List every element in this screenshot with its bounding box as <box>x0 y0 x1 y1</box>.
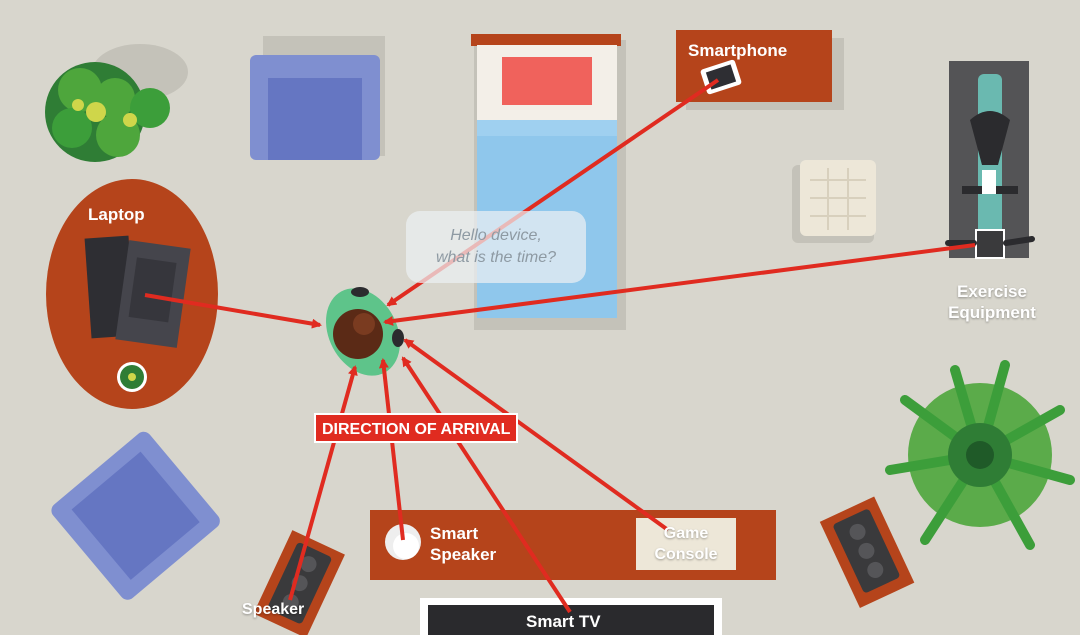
tv-cabinet <box>370 510 776 580</box>
smart-speaker-icon <box>385 524 421 560</box>
speech-line-2: what is the time? <box>435 249 557 266</box>
armchair-icon <box>51 431 220 600</box>
arrow-game-console <box>403 338 670 532</box>
arrow-speaker <box>288 365 358 601</box>
arrow-laptop <box>144 293 322 329</box>
smart-tv-label: Smart TV <box>526 612 601 631</box>
arrival-arrows <box>144 78 976 614</box>
direction-of-arrival-banner: DIRECTION OF ARRIVAL <box>314 413 519 443</box>
speaker-label: Speaker <box>242 601 305 618</box>
plant-icon <box>885 360 1075 550</box>
smart-speaker-label: Smart Speaker <box>430 524 497 564</box>
laptop-icon <box>84 235 191 348</box>
laptop-table <box>46 179 218 409</box>
arrow-smart-tv <box>401 356 572 614</box>
exercise-equipment-label: Exercise Equipment <box>948 282 1036 322</box>
speech-line-1: Hello device, <box>450 227 542 244</box>
treadmill-icon <box>945 61 1035 259</box>
laptop-label: Laptop <box>88 205 145 224</box>
armchair-icon <box>250 36 385 160</box>
arrow-smart-speaker <box>378 358 405 541</box>
game-console-label: Game Console <box>654 525 718 563</box>
speech-bubble: Hello device, what is the time? <box>406 211 586 283</box>
smartphone-table <box>676 30 844 110</box>
bed-icon <box>471 34 626 330</box>
speaker-icon <box>819 496 915 608</box>
arrow-exercise-equipment <box>383 243 976 326</box>
game-console-icon <box>636 518 736 570</box>
side-table <box>792 160 876 243</box>
plant-icon <box>45 44 188 162</box>
smartphone-label: Smartphone <box>688 41 788 60</box>
person-icon <box>326 287 404 376</box>
